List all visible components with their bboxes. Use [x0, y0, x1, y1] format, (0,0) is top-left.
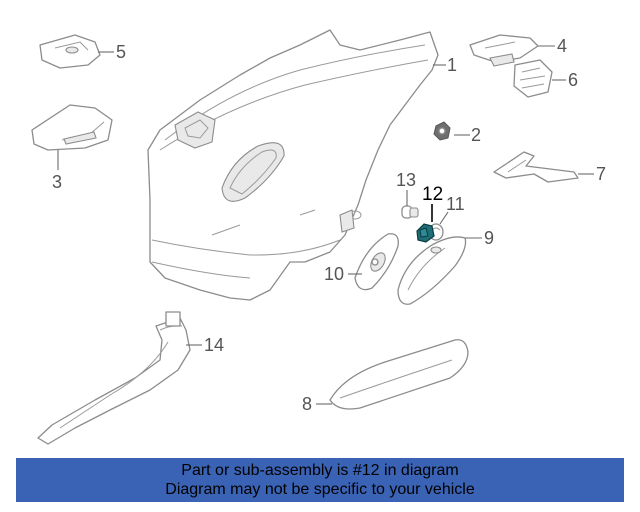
callout-13: 13: [396, 170, 416, 190]
part-10-gasket[interactable]: [354, 233, 399, 291]
banner-line-1: Part or sub-assembly is #12 in diagram: [181, 462, 459, 479]
callout-8: 8: [302, 394, 312, 414]
callout-2: 2: [471, 125, 481, 145]
part-7-trim[interactable]: [493, 151, 579, 183]
part-3-cover[interactable]: [31, 104, 113, 151]
callout-11: 11: [446, 194, 465, 214]
leader-11: [439, 211, 449, 225]
callout-9: 9: [484, 228, 494, 248]
part-5-bracket[interactable]: [39, 34, 101, 69]
callout-1: 1: [447, 55, 457, 75]
part-13-bulb[interactable]: [401, 205, 419, 219]
part-9-lamp-lens[interactable]: [397, 236, 467, 305]
part-2-clip[interactable]: [433, 121, 451, 141]
callout-10: 10: [324, 264, 344, 284]
callout-3: 3: [52, 172, 62, 192]
part-6-bracket[interactable]: [513, 59, 553, 98]
callout-numbers: 1 2 3 4 5 6 7 8 9 10 11 12 13 14: [52, 36, 606, 414]
callout-leaders: [57, 45, 594, 405]
part-4-cover[interactable]: [469, 34, 539, 67]
part-1-quarter-trim-panel[interactable]: [147, 29, 439, 301]
callout-12: 12: [422, 184, 443, 205]
part-14-sill-plate[interactable]: [37, 311, 191, 445]
banner-line-2: Diagram may not be specific to your vehi…: [165, 481, 475, 498]
callout-6: 6: [568, 70, 578, 90]
parts-diagram: 1 2 3 4 5 6 7 8 9 10 11 12 13 14: [31, 29, 606, 445]
callout-5: 5: [116, 42, 126, 62]
info-banner: Part or sub-assembly is #12 in diagram D…: [16, 458, 624, 502]
part-8-armrest[interactable]: [329, 339, 469, 410]
callout-7: 7: [596, 164, 606, 184]
part-12-socket[interactable]: [416, 223, 435, 243]
callout-4: 4: [557, 36, 567, 56]
callout-14: 14: [204, 335, 224, 355]
